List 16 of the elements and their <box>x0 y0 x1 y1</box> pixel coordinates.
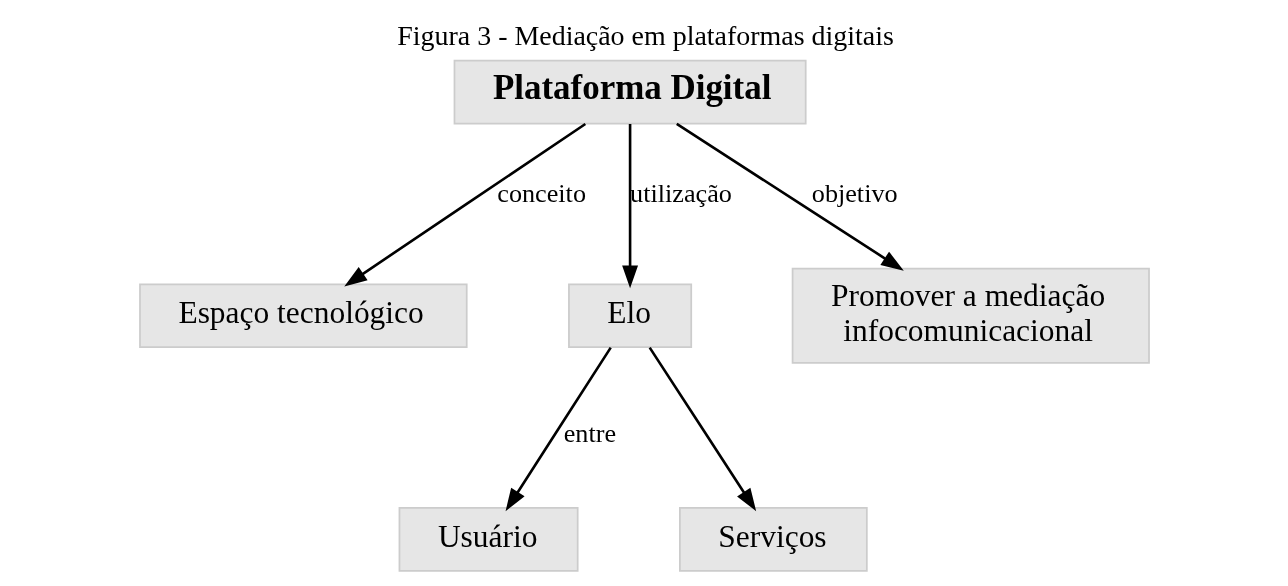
arrow <box>675 122 904 271</box>
node-box: Serviços <box>678 507 868 572</box>
node-box: Usuário <box>398 507 579 572</box>
arrow <box>505 346 612 512</box>
node-box: Plataforma Digital <box>453 59 807 125</box>
arrow <box>648 346 756 512</box>
node-box: Elo <box>567 283 692 349</box>
arrow <box>343 122 586 287</box>
diagram-title: Figura 3 - Mediação em plataformas digitais <box>396 19 894 51</box>
edge-label: utilização <box>629 179 732 209</box>
edge-label: conceito <box>496 179 586 209</box>
edge-label: objetivo <box>811 179 898 209</box>
node-box: Promover a mediação infocomunicacional <box>791 267 1150 364</box>
edge-label: entre <box>563 418 616 448</box>
arrow <box>621 123 638 289</box>
node-box: Espaço tecnológico <box>138 283 468 349</box>
